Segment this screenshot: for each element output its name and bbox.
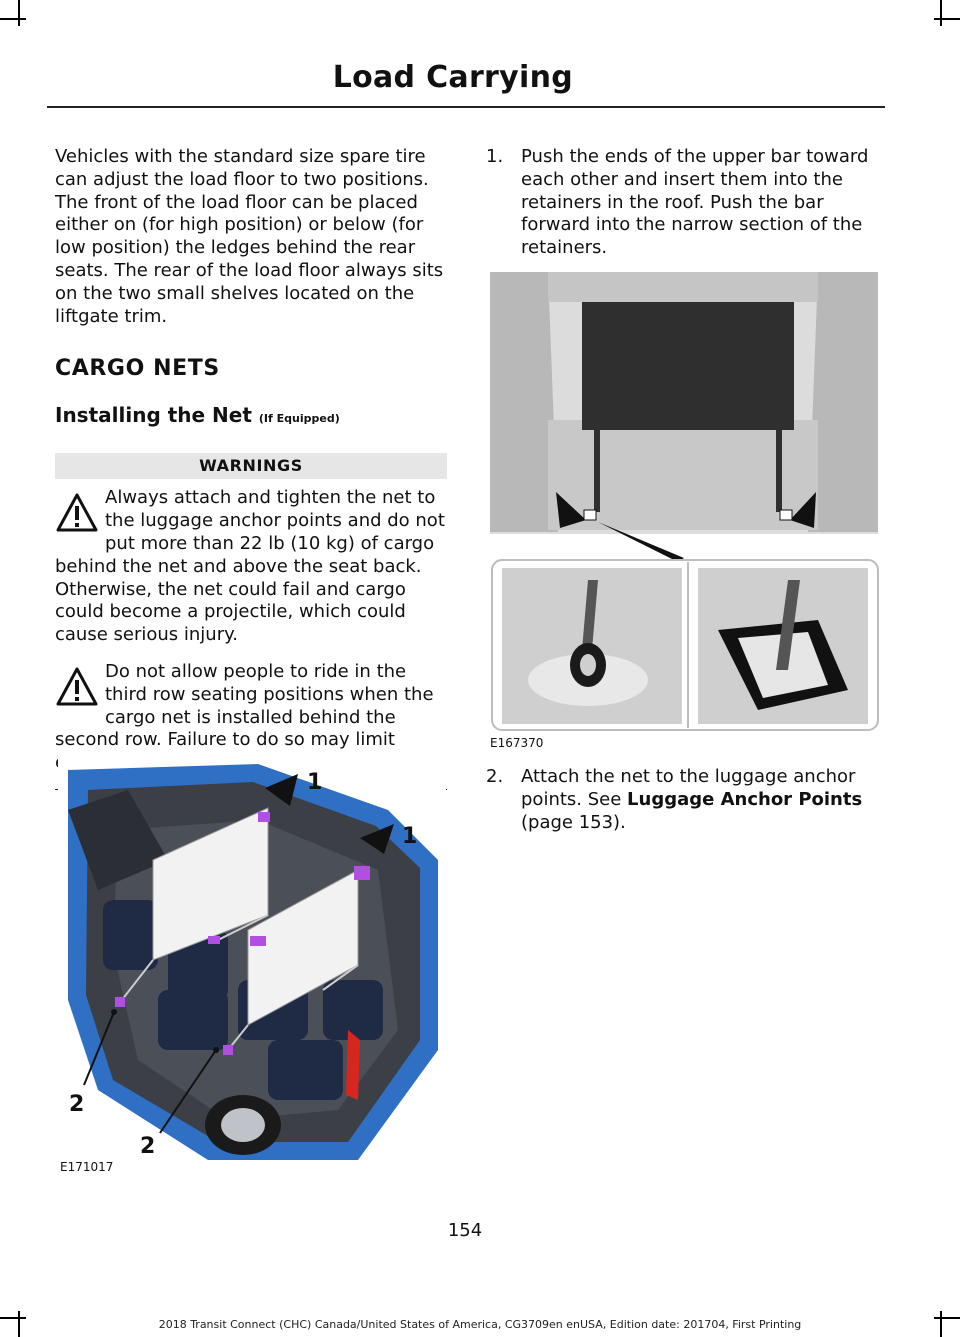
title-divider [47,106,885,108]
warning-1-text: Always attach and tighten the net to the… [55,487,445,646]
warnings-header: WARNINGS [55,453,447,480]
callout-2a: 2 [69,1092,85,1117]
right-column: 1. Push the ends of the upper bar toward… [486,146,880,260]
crop-mark [0,1317,26,1319]
warning-triangle-icon [56,493,98,532]
warning-triangle-icon [56,667,98,706]
luggage-anchor-points-link[interactable]: Luggage Anchor Points [627,788,863,810]
callout-2b: 2 [140,1134,156,1159]
step-2-number: 2. [486,766,504,787]
step-2-text: Attach the net to the luggage anchor poi… [521,766,856,810]
callout-1a: 1 [307,770,323,795]
crop-mark [0,18,26,20]
callout-1b: 1 [402,824,418,849]
page-title: Load Carrying [332,60,573,95]
section-heading: CARGO NETS [55,356,220,382]
crop-mark [940,1311,942,1337]
subheading-note: (If Equipped) [258,412,340,426]
crop-mark [940,0,942,26]
step-2: 2. Attach the net to the luggage anchor … [486,766,915,834]
crop-mark [18,1311,20,1337]
left-column: Vehicles with the standard size spare ti… [55,146,447,790]
crop-mark [934,1317,960,1319]
warning-1: Always attach and tighten the net to the… [55,487,447,647]
cargo-net-vehicle-illustration [58,750,446,1170]
intro-paragraph: Vehicles with the standard size spare ti… [55,146,444,327]
page-number: 154 [447,1220,483,1241]
figure-code-left: E171017 [60,1160,114,1174]
step-1-text: Push the ends of the upper bar toward ea… [521,146,869,259]
subheading-text: Installing the Net [55,403,252,428]
step-1-number: 1. [486,146,504,167]
crop-mark [934,18,960,20]
subheading: Installing the Net (If Equipped) [55,403,447,427]
roof-retainer-illustration [490,272,879,731]
step-2-page-ref[interactable]: (page 153). [521,811,626,833]
figure-code-right: E167370 [490,736,544,750]
crop-mark [18,0,20,26]
page-footer: 2018 Transit Connect (CHC) Canada/United… [158,1318,802,1331]
step-1: 1. Push the ends of the upper bar toward… [486,146,880,260]
